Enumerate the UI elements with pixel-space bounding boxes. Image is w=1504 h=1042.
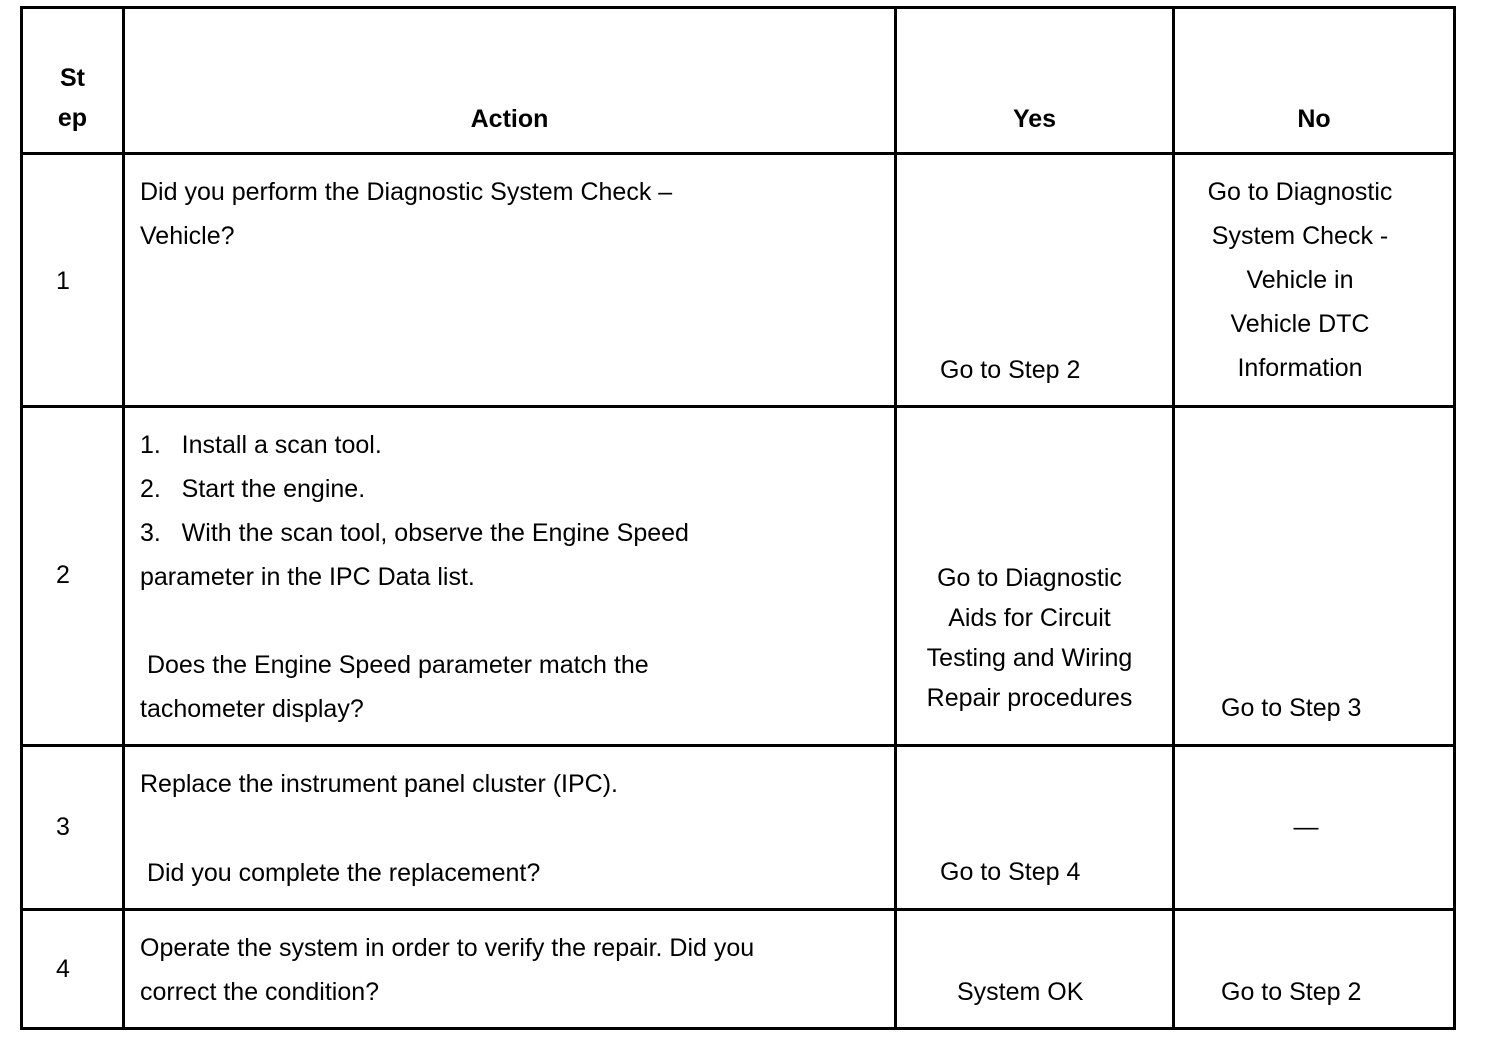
- row-divider-2: [20, 744, 1456, 747]
- column-divider-yes: [1172, 6, 1175, 1030]
- row-3-action: Replace the instrument panel cluster (IP…: [140, 770, 618, 798]
- column-divider-action: [894, 6, 897, 1030]
- row-divider-3: [20, 908, 1456, 911]
- table-border-top: [20, 6, 1456, 9]
- table-border-right: [1453, 6, 1456, 1030]
- row-1-yes: Go to Step 2: [940, 356, 1081, 384]
- row-1-step: 1: [56, 267, 70, 295]
- row-2-action-step-2: 2. Start the engine.: [140, 475, 366, 503]
- row-2-step: 2: [56, 561, 70, 589]
- row-4-action: Operate the system in order to verify th…: [140, 934, 755, 1006]
- row-2-action-step-3: 3. With the scan tool, observe the Engin…: [140, 519, 689, 591]
- row-1-no: Go to Diagnostic System Check - Vehicle …: [1207, 178, 1393, 382]
- column-divider-step: [122, 6, 125, 1030]
- row-2-no: Go to Step 3: [1221, 694, 1362, 722]
- table-border-left: [20, 6, 23, 1030]
- row-3-no: —: [1293, 813, 1319, 841]
- header-yes: Yes: [1012, 105, 1057, 133]
- row-2-action-step-1: 1. Install a scan tool.: [140, 431, 382, 459]
- header-step: St ep: [57, 64, 88, 132]
- row-3-step: 3: [56, 813, 70, 841]
- table-border-bottom: [20, 1027, 1456, 1030]
- row-2-yes: Go to Diagnostic Aids for Circuit Testin…: [926, 564, 1133, 712]
- header-divider: [20, 152, 1456, 155]
- header-no: No: [1297, 105, 1331, 133]
- row-3-action-question: Did you complete the replacement?: [140, 859, 541, 887]
- row-3-yes: Go to Step 4: [940, 858, 1081, 886]
- row-4-step: 4: [56, 955, 70, 983]
- row-1-action: Did you perform the Diagnostic System Ch…: [140, 178, 673, 250]
- header-action: Action: [470, 105, 549, 133]
- row-4-yes: System OK: [957, 978, 1084, 1006]
- row-4-no: Go to Step 2: [1221, 978, 1362, 1006]
- row-2-action-question: Does the Engine Speed parameter match th…: [140, 651, 649, 723]
- row-divider-1: [20, 405, 1456, 408]
